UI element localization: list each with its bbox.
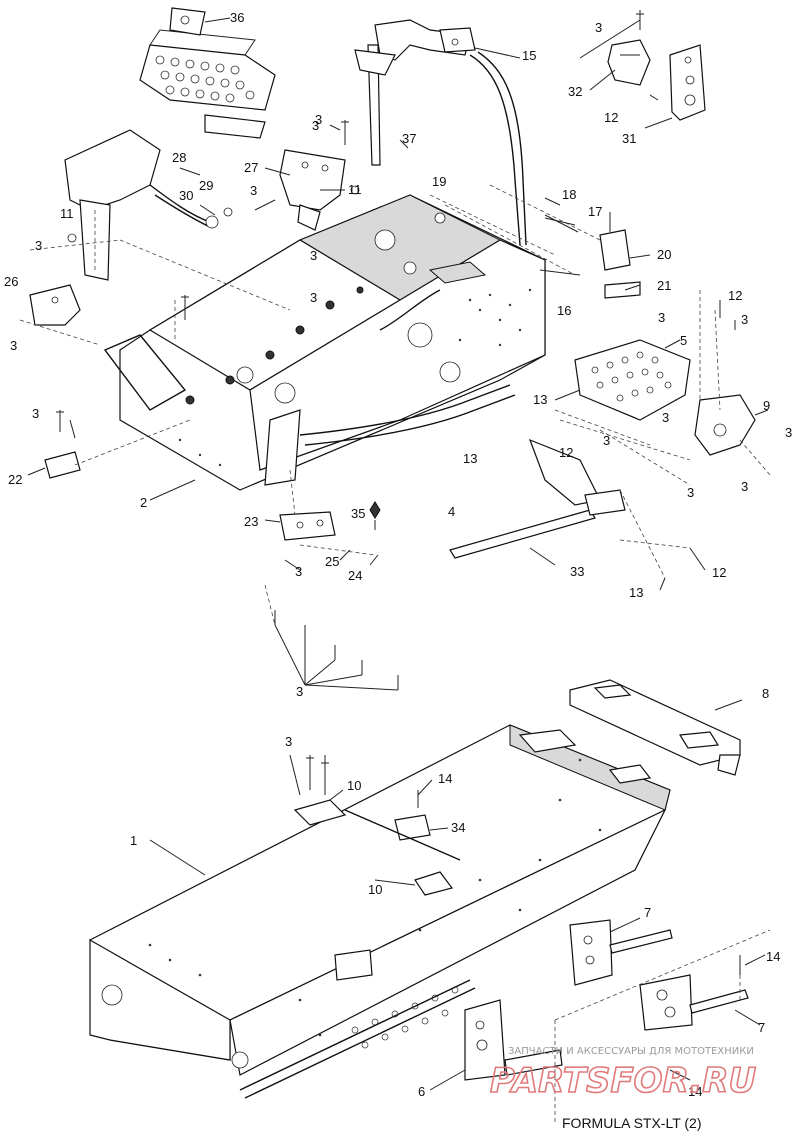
- callout-7: 7: [758, 1020, 765, 1035]
- callout-3: 3: [662, 410, 669, 425]
- model-caption: FORMULA STX-LT (2): [562, 1115, 702, 1131]
- callout-18: 18: [562, 187, 576, 202]
- part-32-31: [607, 10, 706, 121]
- part-15-steering-column: [354, 19, 527, 246]
- watermark-logo: PARTSFOR.RU: [490, 1061, 756, 1101]
- callout-17: 17: [588, 204, 602, 219]
- callout-12: 12: [604, 110, 618, 125]
- part-8-rear-bracket: [569, 679, 741, 776]
- part-7-lower: [639, 974, 749, 1031]
- callout-10: 10: [347, 778, 361, 793]
- callout-26: 26: [4, 274, 18, 289]
- callout-3: 3: [595, 20, 602, 35]
- callout-6: 6: [418, 1084, 425, 1099]
- callout-21: 21: [657, 278, 671, 293]
- callout-20: 20: [657, 247, 671, 262]
- callout-1: 1: [130, 833, 137, 848]
- callout-14: 14: [438, 771, 452, 786]
- callout-25: 25: [325, 554, 339, 569]
- callout-3: 3: [10, 338, 17, 353]
- callout-22: 22: [8, 472, 22, 487]
- callout-12: 12: [712, 565, 726, 580]
- callout-31: 31: [622, 131, 636, 146]
- callout-3: 3: [785, 425, 792, 440]
- part-22-clamp: [44, 451, 81, 479]
- fasteners: [56, 10, 741, 975]
- callout-3: 3: [315, 112, 322, 127]
- callout-3: 3: [310, 290, 317, 305]
- callout-36: 36: [230, 10, 244, 25]
- callout-33: 33: [570, 564, 584, 579]
- part-1-tunnel: [89, 724, 671, 1099]
- callout-3: 3: [687, 485, 694, 500]
- part-26-bracket: [29, 284, 81, 326]
- callout-28: 28: [172, 150, 186, 165]
- part-2-front-frame: [103, 194, 546, 491]
- callout-3: 3: [741, 479, 748, 494]
- part-7-upper: [569, 919, 673, 986]
- callout-24: 24: [348, 568, 362, 583]
- callout-14: 14: [766, 949, 780, 964]
- callout-9: 9: [763, 398, 770, 413]
- callout-23: 23: [244, 514, 258, 529]
- part-20-21: [599, 229, 641, 299]
- callout-19: 19: [432, 174, 446, 189]
- callout-8: 8: [762, 686, 769, 701]
- callout-14: 14: [688, 1084, 702, 1099]
- callout-32: 32: [568, 84, 582, 99]
- callout-16: 16: [557, 303, 571, 318]
- callout-13: 13: [463, 451, 477, 466]
- callout-3: 3: [658, 310, 665, 325]
- part-9-bracket: [694, 394, 756, 456]
- callout-12: 12: [728, 288, 742, 303]
- callout-13: 13: [629, 585, 643, 600]
- callout-7: 7: [644, 905, 651, 920]
- callout-3: 3: [32, 406, 39, 421]
- callout-27: 27: [244, 160, 258, 175]
- callout-3: 3: [296, 684, 303, 699]
- callout-11: 11: [60, 206, 74, 221]
- callout-4: 4: [448, 504, 455, 519]
- callout-35: 35: [351, 506, 365, 521]
- callout-3: 3: [295, 564, 302, 579]
- callout-3: 3: [285, 734, 292, 749]
- callout-29: 29: [199, 178, 213, 193]
- callout-3: 3: [35, 238, 42, 253]
- part-4-bracket: [528, 438, 626, 516]
- callout-3: 3: [312, 118, 319, 133]
- callout-12: 12: [559, 445, 573, 460]
- callout-3: 3: [250, 183, 257, 198]
- callout-15: 15: [522, 48, 536, 63]
- part-6-bracket: [464, 999, 563, 1081]
- part-33-skid: [449, 509, 596, 559]
- part-10-34-mounts: [293, 799, 461, 896]
- callout-10: 10: [368, 882, 382, 897]
- part-27-bracket: [279, 149, 346, 231]
- callout-30: 30: [179, 188, 193, 203]
- callout-13: 13: [533, 392, 547, 407]
- part-36-radiator: [139, 7, 276, 139]
- callout-5: 5: [680, 333, 687, 348]
- left-bracket-assembly: [64, 129, 233, 281]
- part-23-plate: [279, 511, 336, 541]
- callout-37: 37: [402, 131, 416, 146]
- callout-2: 2: [140, 495, 147, 510]
- watermark: ЗАПЧАСТИ И АКСЕССУАРЫ ДЛЯ МОТОТЕХНИКИ PA…: [489, 1046, 757, 1102]
- callout-3: 3: [603, 433, 610, 448]
- part-5-footrest: [574, 339, 691, 421]
- callout-34: 34: [451, 820, 465, 835]
- callout-11: 11: [348, 182, 362, 197]
- callout-3: 3: [310, 248, 317, 263]
- callout-3: 3: [741, 312, 748, 327]
- watermark-tagline: ЗАПЧАСТИ И АКСЕССУАРЫ ДЛЯ МОТОТЕХНИКИ: [508, 1046, 754, 1057]
